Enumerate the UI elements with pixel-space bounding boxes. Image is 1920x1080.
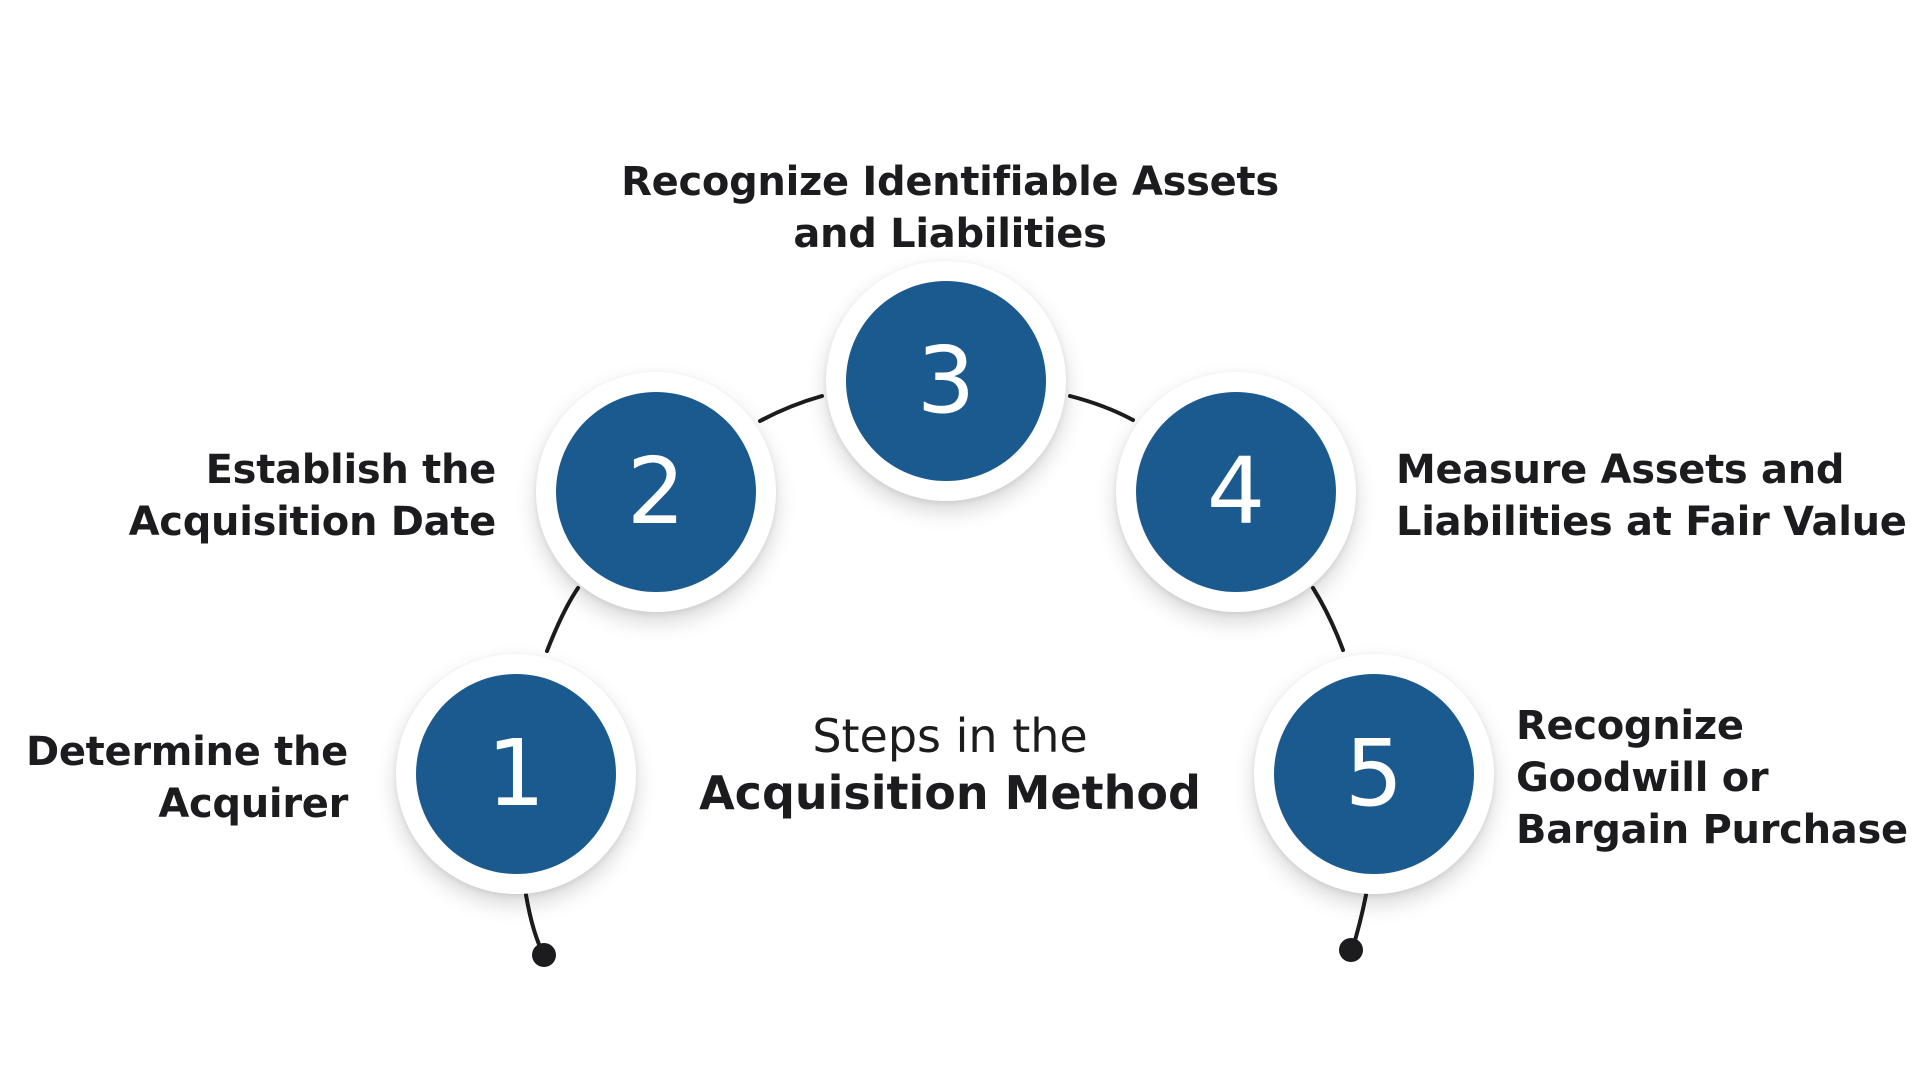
step-2-number: 2 [556,392,756,592]
connector-4-5 [1311,586,1345,652]
connector-3-4 [1068,394,1135,422]
step-1-label-line: Acquirer [158,781,348,827]
diagram-title: Steps in the Acquisition Method [660,708,1240,822]
end-dot-right [1339,938,1363,962]
step-5-label-line: Goodwill or [1516,755,1769,801]
step-3-number: 3 [846,281,1046,481]
step-5-label-line: Recognize [1516,703,1744,749]
step-5-node: 5 [1254,654,1494,894]
step-2-label: Establish the Acquisition Date [128,444,497,548]
step-5-label: Recognize Goodwill or Bargain Purchase [1516,700,1908,856]
connector-2-3 [758,394,824,423]
connector-1-2 [545,586,580,653]
step-2-label-line: Acquisition Date [128,499,497,545]
step-3-node: 3 [826,261,1066,501]
step-4-node: 4 [1116,372,1356,612]
step-1-label: Determine the Acquirer [26,726,348,830]
step-4-label-line: Liabilities at Fair Value [1396,499,1907,545]
step-5-label-line: Bargain Purchase [1516,807,1908,853]
step-3-label-line: Recognize Identifiable Assets [621,159,1279,205]
step-2-node: 2 [536,372,776,612]
step-4-label-line: Measure Assets and [1396,447,1845,493]
step-4-number: 4 [1136,392,1336,592]
step-2-label-line: Establish the [205,447,497,493]
step-1-node: 1 [396,654,636,894]
step-3-label-line: and Liabilities [793,211,1107,257]
diagram-title-line1: Steps in the [812,709,1088,763]
step-1-number: 1 [416,674,616,874]
diagram-title-line2: Acquisition Method [699,766,1201,820]
step-1-label-line: Determine the [25,729,348,775]
step-3-label: Recognize Identifiable Assets and Liabil… [570,156,1330,260]
end-dot-left [532,943,556,967]
step-4-label: Measure Assets and Liabilities at Fair V… [1396,444,1907,548]
step-5-number: 5 [1274,674,1474,874]
